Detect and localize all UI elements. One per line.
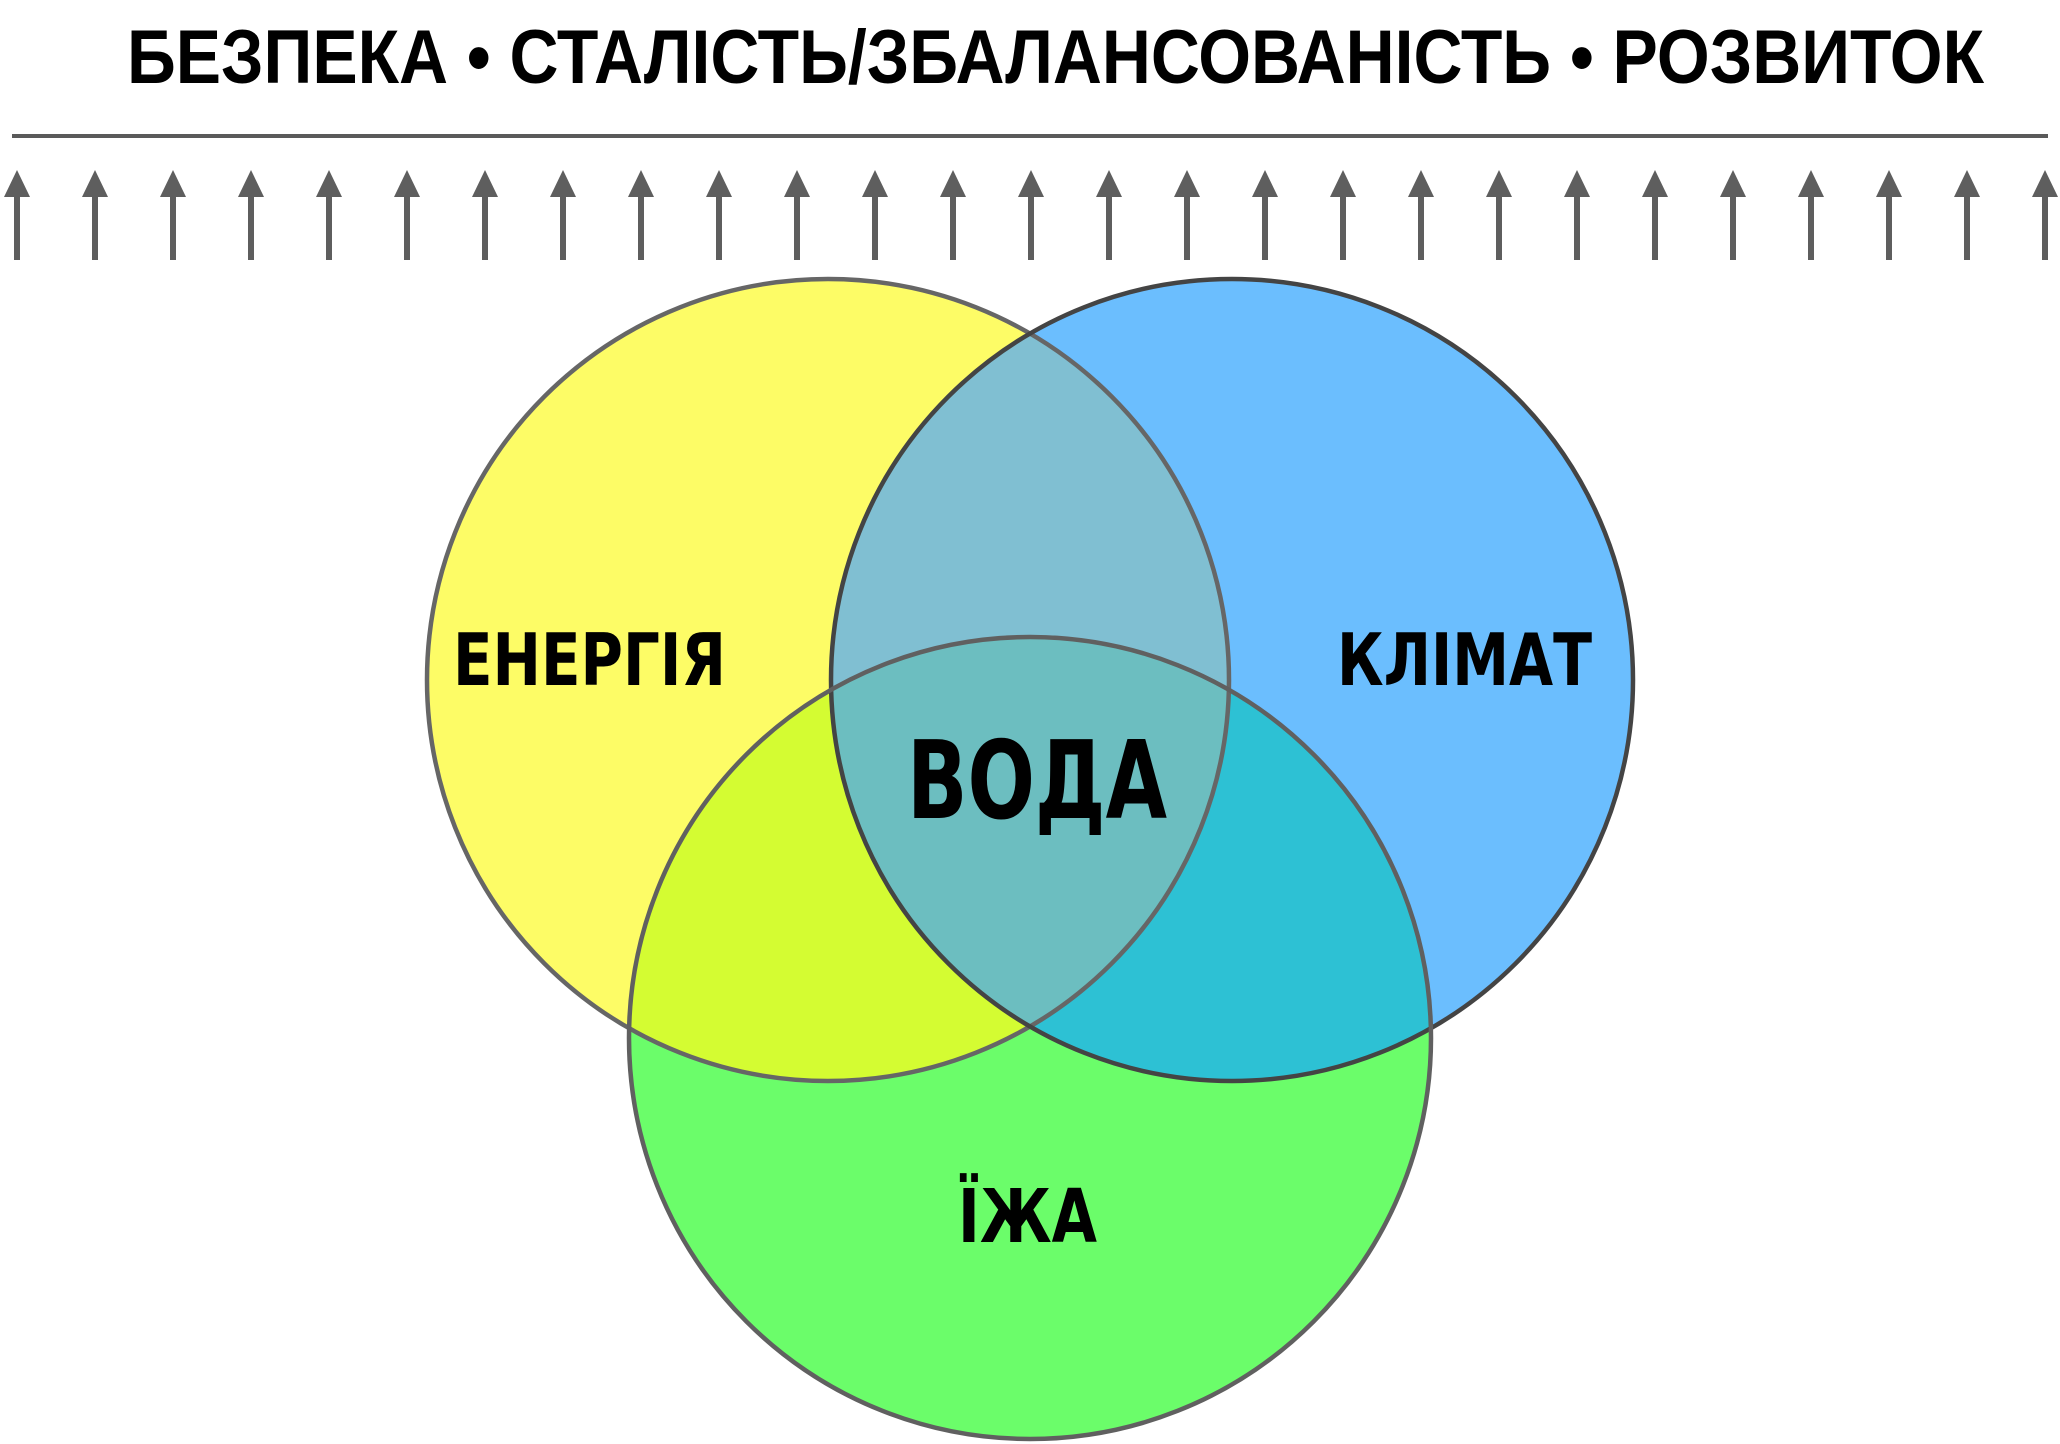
arrow-up-icon	[82, 170, 108, 260]
food-label: ЇЖА	[958, 1172, 1097, 1260]
water-center-label: ВОДА	[907, 719, 1167, 844]
climate-label: КЛІМАТ	[1337, 618, 1592, 702]
energy-circle-outline	[424, 276, 1232, 1084]
arrow-up-icon	[4, 170, 30, 260]
arrow-up-icon	[1486, 170, 1512, 260]
arrow-up-icon	[550, 170, 576, 260]
venn-outlines	[424, 276, 1636, 1442]
arrows-row	[4, 170, 2058, 260]
arrow-up-icon	[1876, 170, 1902, 260]
food-circle-outline	[626, 634, 1434, 1442]
arrow-up-icon	[1018, 170, 1044, 260]
arrow-up-icon	[1174, 170, 1200, 260]
header-title: БЕЗПЕКА • СТАЛІСТЬ/ЗБАЛАНСОВАНІСТЬ • РОЗ…	[127, 15, 1985, 100]
arrow-up-icon	[940, 170, 966, 260]
arrow-up-icon	[2032, 170, 2058, 260]
arrow-up-icon	[784, 170, 810, 260]
header-divider	[12, 134, 2048, 138]
arrow-up-icon	[628, 170, 654, 260]
arrow-up-icon	[862, 170, 888, 260]
arrow-up-icon	[1252, 170, 1278, 260]
arrow-up-icon	[1096, 170, 1122, 260]
arrow-up-icon	[1798, 170, 1824, 260]
venn-fills	[427, 279, 1633, 1439]
arrow-up-icon	[316, 170, 342, 260]
arrow-up-icon	[394, 170, 420, 260]
arrow-up-icon	[1564, 170, 1590, 260]
arrow-up-icon	[160, 170, 186, 260]
arrow-up-icon	[238, 170, 264, 260]
arrow-up-icon	[1330, 170, 1356, 260]
climate-circle-outline	[828, 276, 1636, 1084]
arrow-up-icon	[1720, 170, 1746, 260]
arrow-up-icon	[706, 170, 732, 260]
arrow-up-icon	[1954, 170, 1980, 260]
arrow-up-icon	[472, 170, 498, 260]
arrow-up-icon	[1642, 170, 1668, 260]
energy-label: ЕНЕРГІЯ	[453, 618, 726, 702]
arrow-up-icon	[1408, 170, 1434, 260]
